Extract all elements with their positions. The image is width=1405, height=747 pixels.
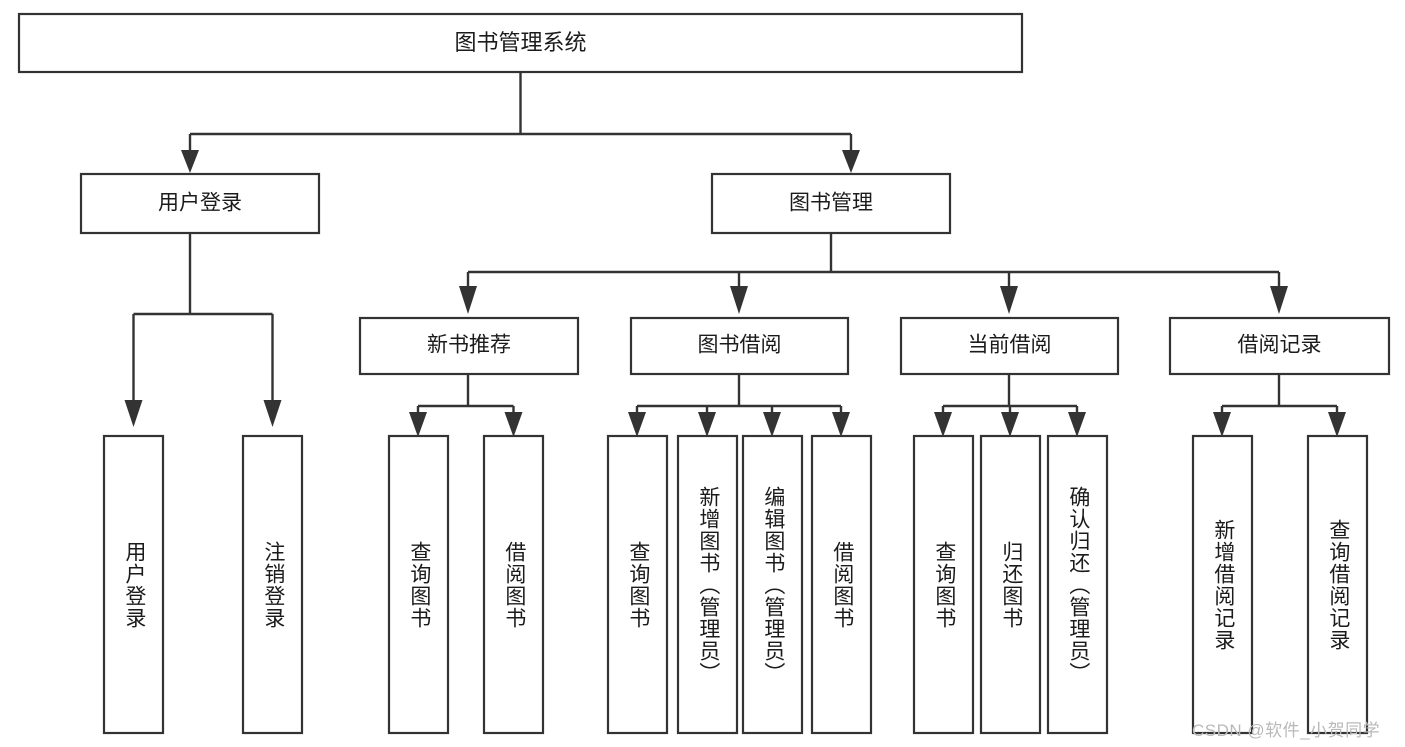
node-leaf-13-box[interactable] [1306,434,1369,735]
arrowhead-leaf-13 [1328,412,1346,437]
edge-book-borrow-to-leaves [635,374,843,416]
node-leaf-11-box[interactable] [1046,434,1109,735]
arrowhead-leaf-1 [124,400,143,427]
connector-layer [124,72,1346,437]
arrowhead-leaf-9 [934,412,952,437]
arrowhead-leaf-5 [628,412,646,437]
node-leaf-8-box[interactable] [810,434,873,735]
edge-new-book-rec-to-leaves [416,374,515,416]
arrowhead-new-book-rec [459,286,477,314]
arrowhead-current-borrow [1000,286,1018,314]
node-borrow-record-label: 借阅记录 [1238,334,1322,357]
node-leaf-5-box[interactable] [606,434,669,735]
node-leaf-1-box[interactable] [102,434,165,735]
node-root-label: 图书管理系统 [454,30,586,55]
edge-user-login-to-leaves [132,233,274,404]
arrowhead-borrow-record [1270,286,1288,314]
node-layer: 图书管理系统 用户登录 图书管理 新书推荐 图书借阅 当前借阅 借阅记录 [17,12,1391,735]
edge-root-to-level2 [188,72,853,162]
node-leaf-4-box[interactable] [482,434,545,735]
node-borrow-record-box[interactable] [1168,316,1391,376]
edge-book-manage-to-level3 [466,233,1281,290]
arrowhead-leaf-7 [763,412,781,437]
edge-borrow-record-to-leaves [1220,374,1339,416]
arrowhead-leaf-2 [263,400,282,427]
arrowhead-user-login [181,150,199,173]
node-leaf-10-box[interactable] [979,434,1042,735]
node-book-manage-box[interactable] [710,172,952,235]
node-user-login-box[interactable] [79,172,321,235]
node-book-borrow-label: 图书借阅 [698,334,782,357]
csdn-watermark: CSDN @软件_小贺同学 [1192,721,1381,740]
node-book-borrow-box[interactable] [629,316,850,376]
node-leaf-9-box[interactable] [912,434,975,735]
arrowhead-book-borrow [730,286,748,314]
node-leaf-3-box[interactable] [387,434,450,735]
edge-current-borrow-to-leaves [941,374,1079,416]
arrowhead-leaf-8 [832,412,850,437]
arrowhead-leaf-4 [504,412,523,437]
node-new-book-rec-label: 新书推荐 [427,334,511,357]
node-book-manage-label: 图书管理 [789,192,873,215]
arrowhead-leaf-12 [1213,412,1231,437]
node-new-book-rec-box[interactable] [358,316,580,376]
node-leaf-12-box[interactable] [1191,434,1254,735]
node-root-box[interactable] [17,12,1024,74]
node-user-login-label: 用户登录 [158,192,242,215]
arrowhead-leaf-10 [1001,412,1019,437]
node-leaf-6-box[interactable] [676,434,739,735]
arrowhead-leaf-6 [698,412,716,437]
arrowhead-leaf-11 [1068,412,1086,437]
node-leaf-2-box[interactable] [241,434,304,735]
arrowhead-leaf-3 [409,412,427,437]
node-current-borrow-box[interactable] [899,316,1120,376]
arrowhead-book-manage [842,150,860,173]
node-leaf-7-box[interactable] [741,434,804,735]
node-current-borrow-label: 当前借阅 [968,334,1052,357]
